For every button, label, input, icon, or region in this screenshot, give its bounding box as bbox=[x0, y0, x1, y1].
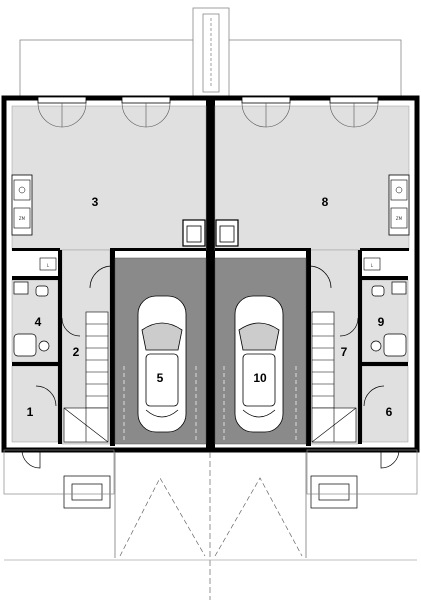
right-stairs bbox=[311, 311, 357, 443]
room-label-5: 5 bbox=[157, 371, 164, 385]
room-label-2: 2 bbox=[73, 345, 80, 359]
right-bathroom-fixtures bbox=[370, 281, 407, 357]
room-label-4: 4 bbox=[35, 315, 42, 329]
driveway bbox=[4, 452, 417, 600]
room-label-3: 3 bbox=[92, 195, 99, 209]
room-label-8: 8 bbox=[322, 195, 329, 209]
entrance-canopies bbox=[3, 449, 418, 509]
room-labels: 1 2 3 4 5 6 7 8 9 10 bbox=[27, 195, 393, 419]
room-3-floor bbox=[11, 105, 207, 251]
right-kitchen: ZM L bbox=[363, 174, 410, 271]
room-label-9: 9 bbox=[378, 315, 385, 329]
window-swings bbox=[37, 102, 379, 128]
chimneys bbox=[182, 219, 239, 247]
room-1-floor bbox=[11, 365, 59, 443]
top-canopy bbox=[19, 7, 402, 99]
interior-walls bbox=[12, 248, 409, 446]
room-8-floor bbox=[214, 105, 410, 251]
room-6-floor bbox=[361, 365, 409, 443]
right-fridge-label: ZM bbox=[396, 216, 403, 221]
top-windows bbox=[37, 96, 379, 104]
right-sink-label: L bbox=[371, 263, 374, 268]
doors bbox=[21, 265, 400, 469]
left-bathroom-fixtures bbox=[13, 281, 50, 357]
left-kitchen: ZM L bbox=[11, 174, 57, 271]
left-sink-label: L bbox=[47, 263, 50, 268]
room-label-10: 10 bbox=[253, 371, 267, 385]
left-car bbox=[137, 295, 187, 433]
right-car bbox=[234, 295, 284, 433]
left-fridge-label: ZM bbox=[19, 216, 26, 221]
room-label-7: 7 bbox=[341, 345, 348, 359]
room-label-6: 6 bbox=[386, 405, 393, 419]
room-label-1: 1 bbox=[27, 405, 34, 419]
left-stairs bbox=[63, 311, 109, 443]
garage-markings bbox=[123, 366, 297, 440]
